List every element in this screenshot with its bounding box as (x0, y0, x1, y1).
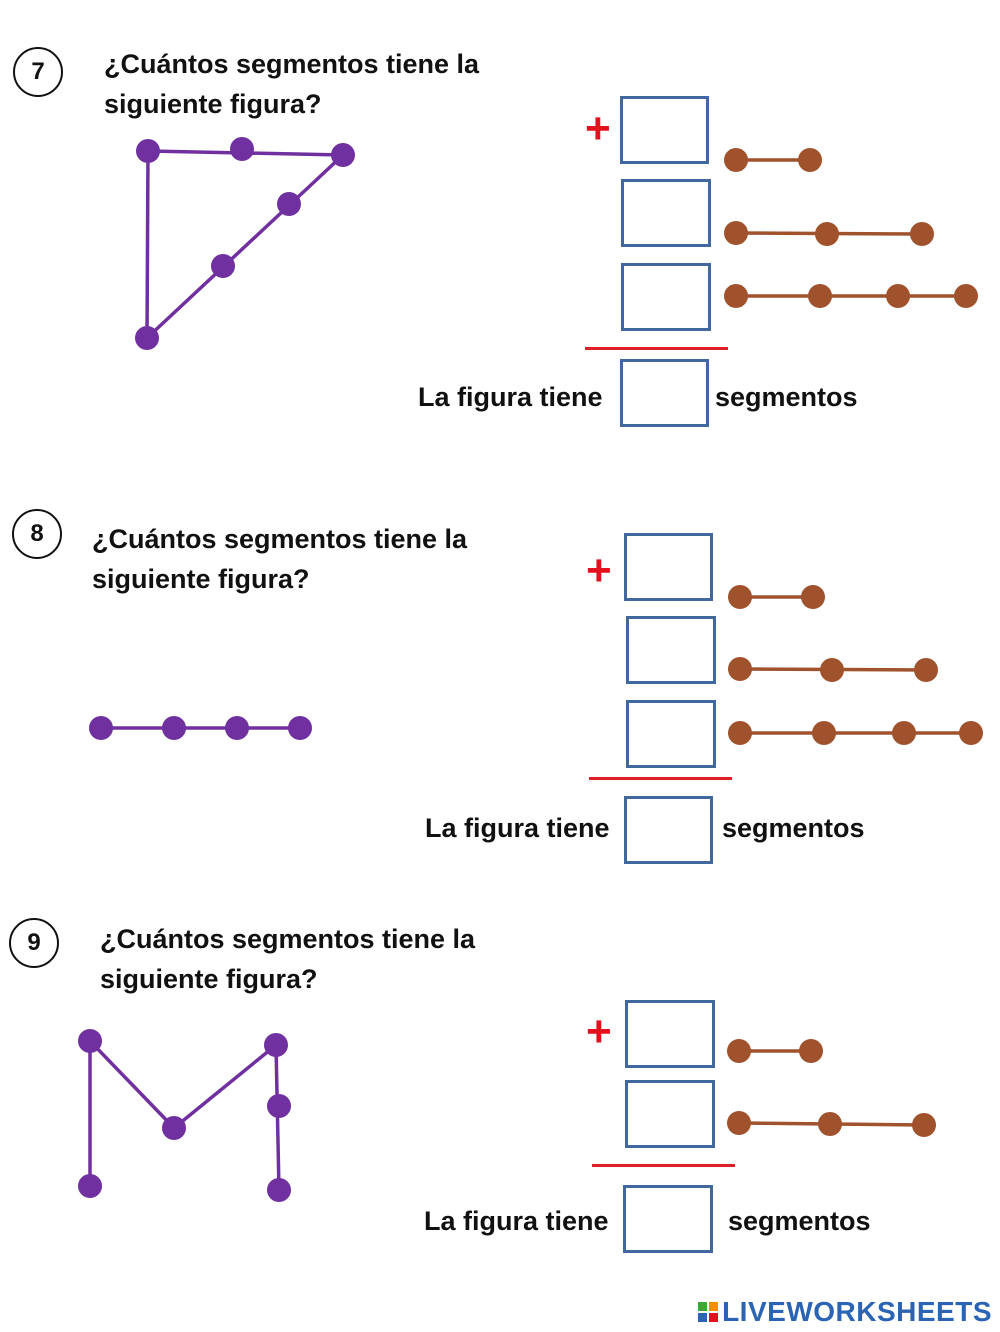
figure-8-line (89, 716, 312, 740)
hint-8-segments (728, 585, 983, 745)
question-8: ¿Cuántos segmentos tiene la siguiente fi… (92, 524, 468, 594)
answer-box-8-3[interactable] (626, 700, 716, 768)
liveworksheets-watermark: LIVEWORKSHEETS (698, 1296, 992, 1328)
answer-box-8-1[interactable] (624, 533, 713, 601)
liveworksheets-logo-icon (698, 1302, 719, 1322)
result-prefix-8: La figura tiene (425, 813, 610, 843)
answer-box-7-3[interactable] (621, 263, 711, 331)
total-box-7[interactable] (620, 359, 709, 427)
exercise-number-8: 8 (12, 509, 62, 559)
result-suffix-7: segmentos (715, 382, 858, 412)
answer-box-9-2[interactable] (625, 1080, 715, 1148)
answer-box-7-1[interactable] (620, 96, 709, 164)
hint-9-segments (727, 1039, 936, 1137)
exercise-number-label: 8 (30, 520, 44, 547)
sum-rule-8 (589, 777, 732, 780)
total-box-8[interactable] (624, 796, 713, 864)
result-prefix-7: La figura tiene (418, 382, 603, 412)
figure-9-m-shape (78, 1029, 291, 1202)
watermark-text: LIVEWORKSHEETS (722, 1296, 992, 1327)
exercise-number-7: 7 (13, 47, 63, 97)
plus-sign-8: + (586, 546, 612, 595)
result-prefix-9: La figura tiene (424, 1206, 609, 1236)
plus-sign-9: + (586, 1007, 612, 1056)
sum-rule-7 (585, 347, 728, 350)
sum-rule-9 (592, 1164, 735, 1167)
total-box-9[interactable] (623, 1185, 713, 1253)
exercise-number-label: 7 (31, 58, 45, 85)
question-7: ¿Cuántos segmentos tiene la siguiente fi… (104, 49, 480, 119)
result-suffix-8: segmentos (722, 813, 865, 843)
hint-7-segments (724, 148, 978, 308)
exercise-number-9: 9 (9, 918, 59, 968)
answer-box-7-2[interactable] (621, 179, 711, 247)
answer-box-9-1[interactable] (625, 1000, 715, 1068)
answer-box-8-2[interactable] (626, 616, 716, 684)
exercise-number-label: 9 (27, 929, 41, 956)
plus-sign-7: + (585, 104, 611, 153)
question-9: ¿Cuántos segmentos tiene la siguiente fi… (100, 924, 476, 994)
figure-7-triangle (135, 137, 355, 350)
result-suffix-9: segmentos (728, 1206, 871, 1236)
